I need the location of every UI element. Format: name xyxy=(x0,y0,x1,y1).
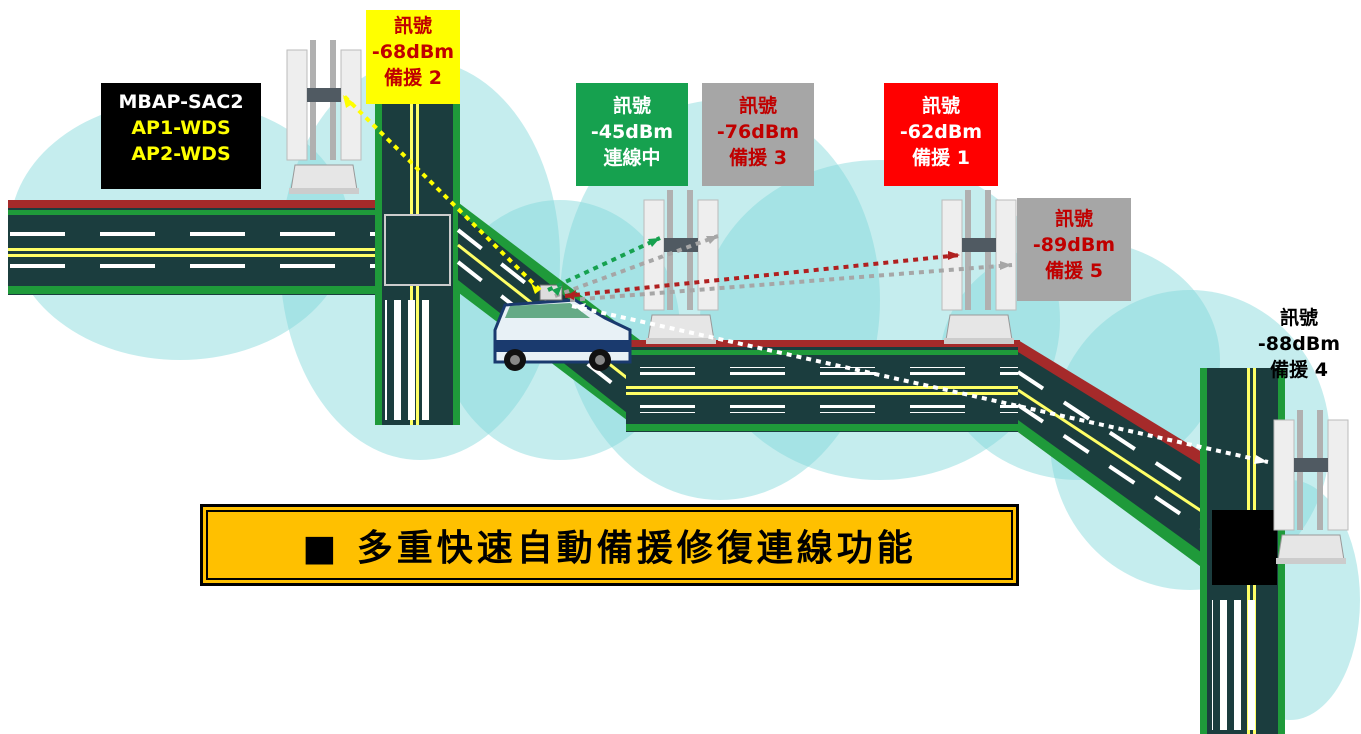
ap-signal: -68dBm xyxy=(371,41,455,63)
ap-label-backup-2: 訊號 -68dBm 備援 2 xyxy=(366,10,460,104)
link-backup-2 xyxy=(341,93,542,292)
ap-title: 訊號 xyxy=(921,95,960,117)
ap-signal: -62dBm xyxy=(899,121,983,143)
link-connected xyxy=(547,236,661,292)
highway-left xyxy=(8,200,378,295)
highway-middle xyxy=(626,340,1020,432)
ap-signal: -76dBm xyxy=(716,121,800,143)
vertical-road-right xyxy=(1200,368,1285,734)
link-backup-4 xyxy=(571,304,1269,464)
link-arrowheads xyxy=(343,95,1268,464)
ap-label-connected: 訊號 -45dBm 連線中 xyxy=(576,83,688,186)
controller-wds-1: AP1-WDS xyxy=(131,117,231,139)
ap-title: 訊號 xyxy=(393,15,432,37)
highway-diagonal-2 xyxy=(1016,340,1215,575)
antenna-ap-connected xyxy=(643,190,719,344)
feature-banner: ■ 多重快速自動備援修復連線功能 xyxy=(200,504,1019,586)
ap-signal: -88dBm xyxy=(1257,333,1341,355)
banner-title: ■ 多重快速自動備援修復連線功能 xyxy=(302,527,917,569)
controller-wds-2: AP2-WDS xyxy=(131,143,231,165)
ap-title: 訊號 xyxy=(1279,307,1318,329)
ap-label-backup-1: 訊號 -62dBm 備援 1 xyxy=(884,83,998,186)
ap-status: 備援 3 xyxy=(729,147,787,169)
ap-signal: -45dBm xyxy=(590,121,674,143)
signal-links xyxy=(341,93,1269,464)
ap-status: 備援 1 xyxy=(912,147,970,169)
antenna-ap-backup-1 xyxy=(941,190,1017,344)
ap-status: 備援 2 xyxy=(384,67,442,89)
ap-status: 備援 5 xyxy=(1045,260,1103,282)
controller-model: MBAP-SAC2 xyxy=(118,91,244,113)
controller-label: MBAP-SAC2 AP1-WDS AP2-WDS xyxy=(101,83,261,189)
ap-title: 訊號 xyxy=(612,95,651,117)
ap-status: 備援 4 xyxy=(1270,359,1328,381)
ap-label-backup-3: 訊號 -76dBm 備援 3 xyxy=(702,83,814,186)
vertical-road-left xyxy=(375,100,460,425)
link-backup-5 xyxy=(569,263,1013,302)
link-backup-3 xyxy=(554,234,719,298)
ap-status: 連線中 xyxy=(603,147,661,169)
ap-title: 訊號 xyxy=(738,95,777,117)
ap-title: 訊號 xyxy=(1054,208,1093,230)
ap-label-backup-5: 訊號 -89dBm 備援 5 xyxy=(1017,198,1131,301)
link-backup-1 xyxy=(564,253,961,298)
ap-signal: -89dBm xyxy=(1032,234,1116,256)
ap-label-backup-4: 訊號 -88dBm 備援 4 xyxy=(1249,303,1349,399)
antenna-ap-backup-4 xyxy=(1273,410,1349,564)
